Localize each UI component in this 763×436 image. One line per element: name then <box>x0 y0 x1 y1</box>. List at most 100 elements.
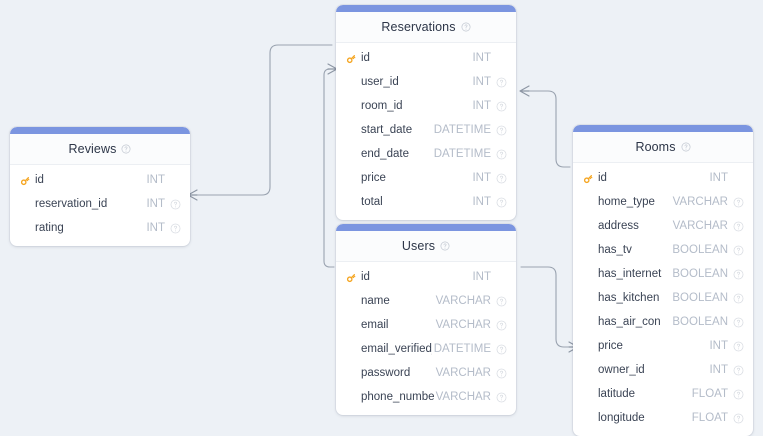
table-header-bar <box>573 125 753 132</box>
column-help-icon <box>496 197 507 207</box>
edge-reviews-reservations <box>195 44 333 196</box>
table-name-label: Reservations <box>381 20 456 34</box>
column-help-slot <box>728 365 744 376</box>
column-type: INT <box>472 76 491 88</box>
column-row[interactable]: email_verified_atDATETIME <box>336 337 516 361</box>
column-type: DATETIME <box>433 343 491 355</box>
column-type: VARCHAR <box>672 196 728 208</box>
table-title-reservations[interactable]: Reservations <box>336 12 516 43</box>
key-icon <box>20 176 30 185</box>
column-help-slot <box>728 221 744 232</box>
edge-reservations-rooms <box>520 90 571 168</box>
column-name: has_air_con <box>598 316 661 328</box>
column-type: VARCHAR <box>435 367 491 379</box>
column-help-icon <box>733 245 744 255</box>
table-title-reviews[interactable]: Reviews <box>10 134 190 165</box>
column-name: address <box>598 220 639 232</box>
column-help-icon <box>496 320 507 330</box>
column-name: email <box>361 319 389 331</box>
column-help-slot <box>491 344 507 355</box>
column-help-slot <box>728 389 744 400</box>
key-icon <box>346 273 356 282</box>
column-name: room_id <box>361 100 403 112</box>
column-help-icon <box>496 344 507 354</box>
column-help-slot <box>491 125 507 136</box>
column-type: INT <box>146 198 165 210</box>
key-icon <box>583 174 593 183</box>
column-help-slot <box>491 77 507 88</box>
table-help-icon <box>681 142 691 152</box>
column-help-slot <box>491 392 507 403</box>
column-help-icon <box>733 269 744 279</box>
column-help-icon <box>496 392 507 402</box>
column-name: home_type <box>598 196 655 208</box>
column-help-icon <box>733 221 744 231</box>
primary-key-slot <box>346 272 361 283</box>
column-row[interactable]: reservation_id INT <box>10 192 190 216</box>
column-help-slot <box>491 320 507 331</box>
table-help-icon <box>461 22 471 32</box>
column-help-slot <box>491 149 507 160</box>
column-name: reservation_id <box>35 198 108 210</box>
column-row[interactable]: has_kitchen BOOLEAN <box>573 286 753 310</box>
column-name: latitude <box>598 388 636 400</box>
column-type: INT <box>472 172 491 184</box>
column-row[interactable]: home_type VARCHAR <box>573 190 753 214</box>
column-help-slot <box>728 245 744 256</box>
column-help-icon <box>733 317 744 327</box>
column-help-icon <box>496 173 507 183</box>
table-title-users[interactable]: Users <box>336 231 516 262</box>
column-type: BOOLEAN <box>672 292 728 304</box>
edge-users-reservations <box>323 68 335 268</box>
table-title-rooms[interactable]: Rooms <box>573 132 753 163</box>
column-row[interactable]: id INT <box>336 46 516 70</box>
column-name: longitude <box>598 412 645 424</box>
column-help-slot <box>728 413 744 424</box>
column-type: INT <box>472 52 491 64</box>
column-type: VARCHAR <box>435 295 491 307</box>
primary-key-slot <box>346 53 361 64</box>
column-help-slot <box>491 197 507 208</box>
column-help-icon <box>496 149 507 159</box>
column-help-icon <box>496 368 507 378</box>
table-help-icon <box>440 241 450 251</box>
column-type: INT <box>146 222 165 234</box>
column-type: BOOLEAN <box>672 268 728 280</box>
column-help-icon <box>496 101 507 111</box>
column-name: id <box>361 52 370 64</box>
edge-users-rooms <box>520 266 571 348</box>
column-help-icon <box>733 389 744 399</box>
column-name: has_kitchen <box>598 292 660 304</box>
column-help-icon <box>496 77 507 87</box>
